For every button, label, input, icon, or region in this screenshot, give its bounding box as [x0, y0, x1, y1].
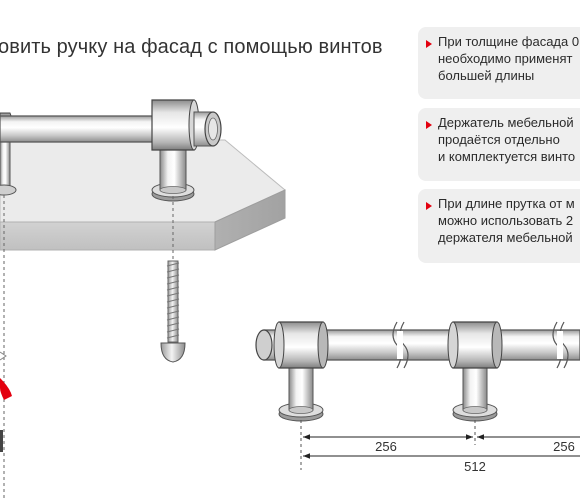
- rod-break-mark: [552, 321, 569, 369]
- dimension-label-first: 256: [375, 439, 397, 454]
- note-line: продаётся отдельно: [438, 132, 560, 147]
- holder-collar-2: [447, 321, 503, 369]
- note-line: большей длины: [438, 68, 535, 83]
- bullet-triangle-icon: [426, 202, 432, 210]
- handle-holder-right: [151, 99, 222, 202]
- partial-screw-mark: [0, 351, 7, 361]
- note-line: необходимо применят: [438, 51, 573, 66]
- page-heading: овить ручку на фасад с помощью винтов: [0, 36, 383, 58]
- holder-collar-1: [273, 321, 329, 369]
- holder-post-1: [278, 357, 324, 422]
- bullet-triangle-icon: [426, 121, 432, 129]
- mounting-screw: [160, 260, 186, 363]
- partial-edge-mark: [0, 430, 3, 452]
- handle-with-dimensions: [255, 321, 580, 422]
- bullet-triangle-icon: [426, 40, 432, 48]
- note-line: можно использовать 2: [438, 213, 574, 228]
- note-card-rod-length: При длине прутка от м можно использовать…: [418, 189, 580, 263]
- note-card-facade-thickness: При толщине фасада 0 необходимо применят…: [418, 27, 580, 99]
- note-line: При толщине фасада 0: [438, 34, 580, 49]
- facade-board: [0, 139, 286, 251]
- dimension-label-second: 256: [553, 439, 575, 454]
- rod-break-mark: [392, 321, 409, 369]
- rod-end-cap: [255, 329, 273, 361]
- note-card-holder-sold-separately: Держатель мебельной продаётся отдельно и…: [418, 108, 580, 181]
- dimension-label-total: 512: [464, 459, 486, 474]
- handle-installed: [0, 99, 222, 202]
- note-line: держателя мебельной: [438, 230, 573, 245]
- note-line: При длине прутка от м: [438, 196, 575, 211]
- note-line: Держатель мебельной: [438, 115, 574, 130]
- note-line: и комплектуется винто: [438, 149, 576, 164]
- red-accent-mark: [0, 378, 12, 400]
